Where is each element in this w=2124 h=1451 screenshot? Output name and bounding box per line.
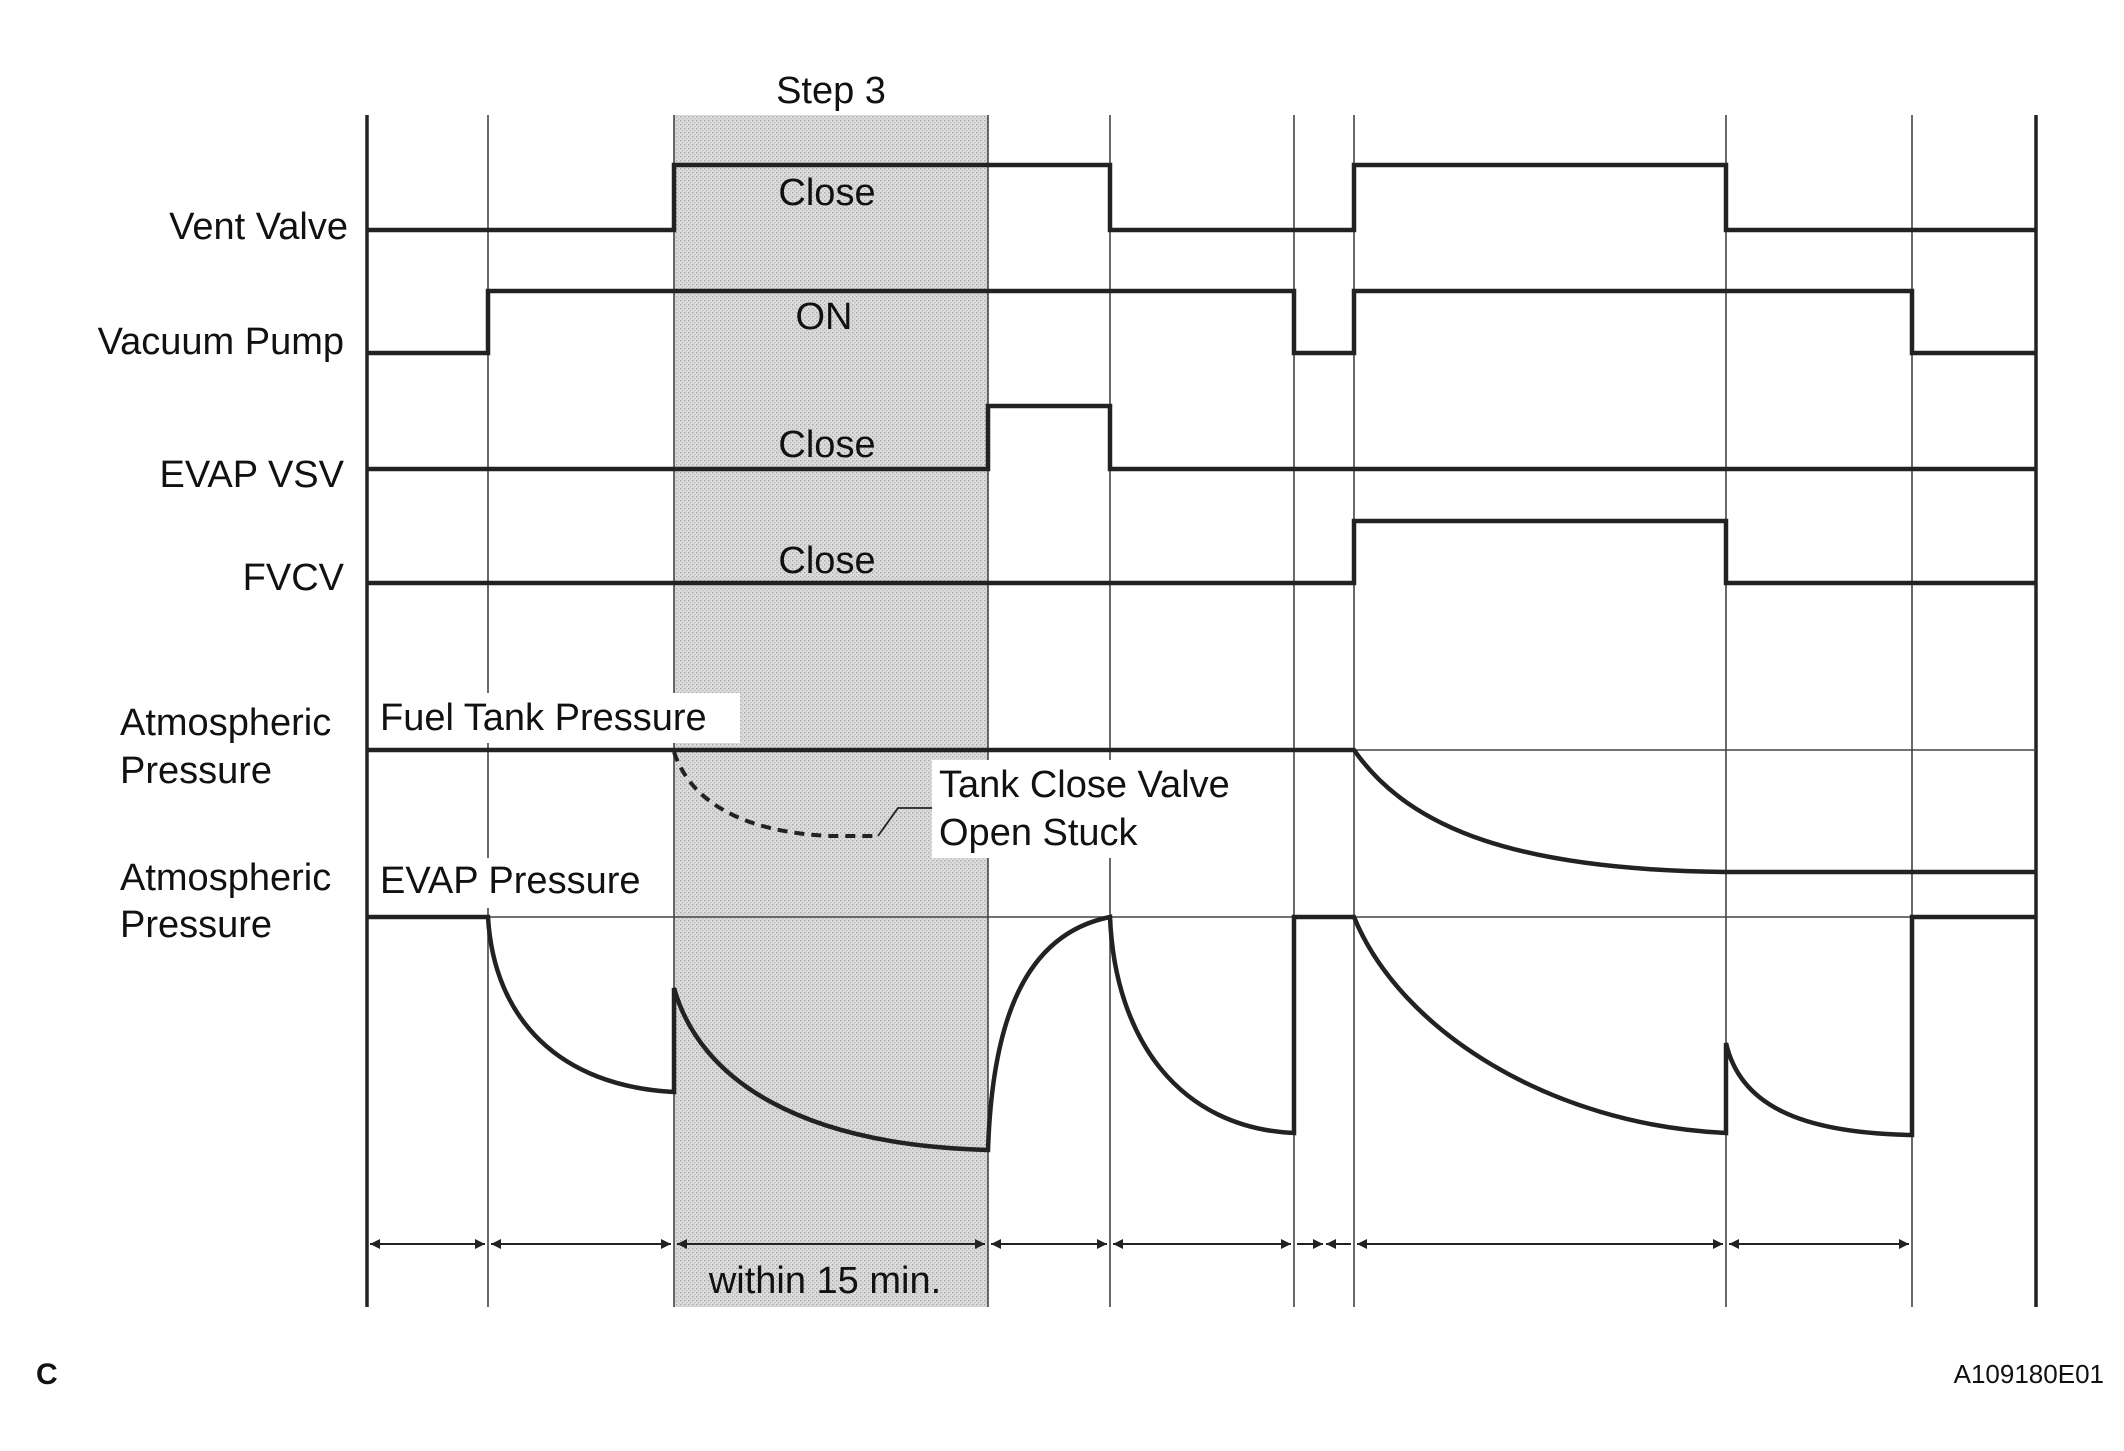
corner-letter: C <box>36 1358 58 1391</box>
vacuum-pump-state-label: ON <box>796 296 853 338</box>
evap-vsv-trace <box>367 403 2036 472</box>
evap-pressure-label-box <box>372 858 662 908</box>
tank-close-valve-annotation-line1: Tank Close Valve <box>939 764 1230 806</box>
open-stuck-dashed-curve <box>672 751 878 838</box>
fvcv-label: FVCV <box>243 557 345 599</box>
duration-label: within 15 min. <box>708 1260 941 1302</box>
fuel-tank-pressure-label-box <box>372 693 740 743</box>
tank-close-valve-annotation-line2: Open Stuck <box>939 812 1139 854</box>
annotation-leader-line <box>877 807 932 837</box>
tank-pressure-word-label: Pressure <box>120 750 272 792</box>
figure-id: A109180E01 <box>1954 1359 2104 1389</box>
vacuum-pump-trace <box>367 288 2036 356</box>
vacuum-pump-label: Vacuum Pump <box>98 321 344 363</box>
evap-pressure-trace <box>367 914 2036 1153</box>
evap-pressure-word-label: Pressure <box>120 904 272 946</box>
evap-atmospheric-label: Atmospheric <box>120 857 331 899</box>
evap-vsv-label: EVAP VSV <box>160 454 345 496</box>
vent-valve-trace <box>367 162 2036 233</box>
fuel-tank-pressure-trace <box>367 747 2036 875</box>
evap-pressure-label: EVAP Pressure <box>380 860 641 902</box>
tank-close-valve-annotation-box <box>932 760 1256 858</box>
tank-atmospheric-label: Atmospheric <box>120 702 331 744</box>
vent-valve-state-label: Close <box>778 172 875 214</box>
step-label: Step 3 <box>776 70 886 112</box>
fvcv-state-label: Close <box>778 540 875 582</box>
fvcv-trace <box>367 518 2036 586</box>
vent-valve-label: Vent Valve <box>169 206 348 248</box>
fuel-tank-pressure-label: Fuel Tank Pressure <box>380 697 707 739</box>
evap-vsv-state-label: Close <box>778 424 875 466</box>
